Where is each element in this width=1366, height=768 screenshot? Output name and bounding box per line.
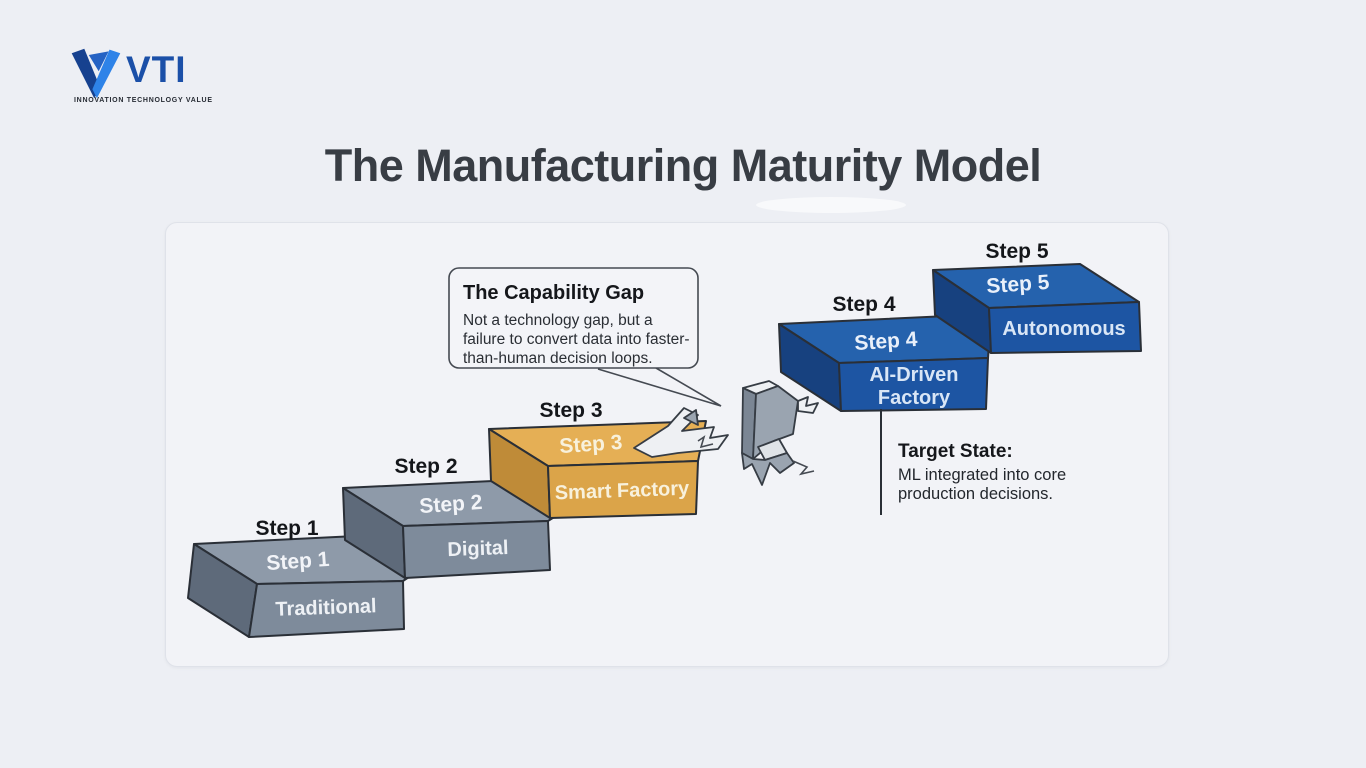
step2-label: Step 2	[394, 455, 457, 478]
step4-label: Step 4	[832, 293, 895, 316]
step4-block: Step 4 AI-Driven Factory Step 4	[778, 293, 992, 412]
step4-top-label: Step 4	[854, 328, 919, 355]
logo-tagline: INNOVATION TECHNOLOGY VALUE	[74, 97, 213, 104]
callout-pointer	[597, 367, 722, 407]
step3-front-face	[547, 460, 699, 519]
target-state: Target State: ML integrated into core pr…	[880, 409, 1066, 515]
step5-front-face	[988, 301, 1142, 354]
step2-front-label: Digital	[447, 537, 509, 561]
step5-label: Step 5	[985, 240, 1048, 263]
capability-gap-crack	[741, 380, 819, 486]
target-line2: production decisions.	[898, 485, 1053, 503]
broken-plank-facet	[683, 409, 699, 426]
step3-block: Step 3 Smart Factory Step 3	[488, 399, 707, 519]
step2-front-face	[402, 520, 551, 579]
step4-front-label-line1: AI-Driven	[870, 364, 959, 386]
broken-plank	[633, 407, 729, 458]
step1-label: Step 1	[255, 517, 318, 540]
step3-label: Step 3	[539, 399, 602, 422]
target-line1: ML integrated into core	[898, 466, 1066, 484]
callout-line2: failure to convert data into faster-	[463, 331, 690, 348]
step4-front-face	[838, 357, 989, 412]
step2-top-label: Step 2	[419, 491, 483, 518]
logo-text: VTI	[126, 49, 187, 90]
diagram-panel: Step 1 Traditional Step 1 Step 2 Digital…	[165, 222, 1169, 667]
shard-right-step	[797, 396, 819, 414]
step4-front-label-line2: Factory	[878, 387, 951, 409]
vti-logo: VTI INNOVATION TECHNOLOGY VALUE	[68, 44, 268, 108]
capability-gap-callout: The Capability Gap Not a technology gap,…	[448, 267, 699, 369]
shard-bottom-spikes	[741, 452, 795, 486]
target-title: Target State:	[898, 441, 1013, 462]
logo-left-arm	[71, 48, 101, 99]
crack-line-right	[792, 460, 815, 476]
maturity-diagram: Step 1 Traditional Step 1 Step 2 Digital…	[187, 240, 1142, 638]
broken-plank-top	[633, 407, 729, 458]
callout-line1: Not a technology gap, but a	[463, 312, 653, 329]
vti-logo-icon	[71, 48, 121, 99]
logo-notch	[88, 51, 109, 72]
page-title: The Manufacturing Maturity Model	[324, 140, 1042, 191]
step5-block: Step 5 Autonomous Step 5	[932, 240, 1142, 354]
step1-front-face	[248, 580, 405, 638]
highlight-smudge	[756, 197, 906, 213]
step5-front-label: Autonomous	[1002, 318, 1125, 340]
step5-top-label: Step 5	[986, 271, 1051, 298]
step1-top-label: Step 1	[266, 548, 331, 575]
callout-title: The Capability Gap	[463, 282, 644, 304]
logo-right-arm	[92, 49, 121, 99]
step3-top-label: Step 3	[559, 431, 623, 458]
broken-plank-crackline	[697, 435, 714, 449]
callout-line3: than-human decision loops.	[463, 350, 653, 367]
callout-tail	[597, 367, 722, 407]
step1-front-label: Traditional	[275, 595, 377, 621]
callout-box	[448, 267, 699, 369]
step3-front-label: Smart Factory	[554, 478, 690, 505]
